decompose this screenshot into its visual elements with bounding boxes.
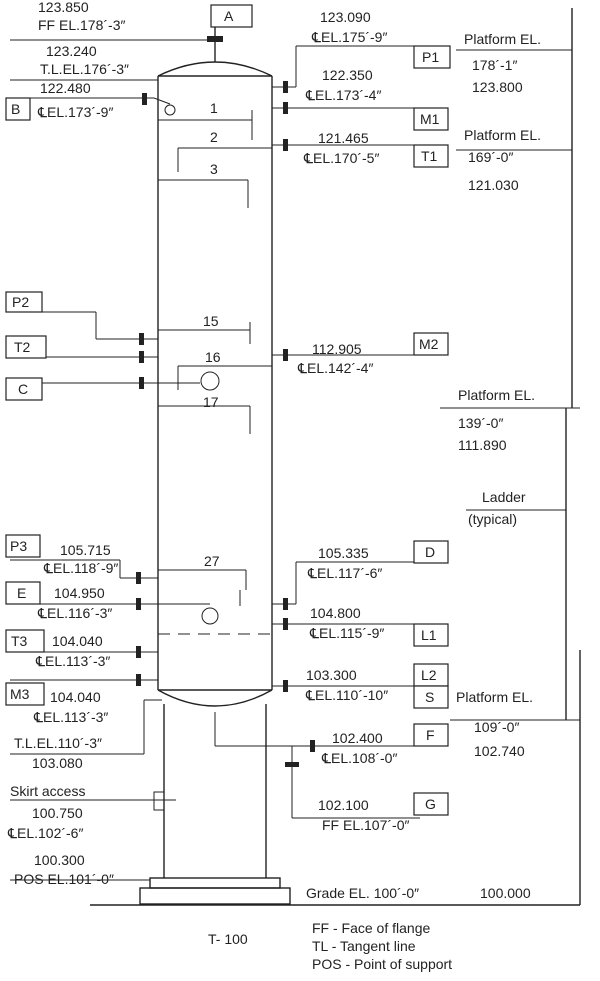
nozzle-tag-p3: P3: [10, 538, 27, 554]
nozzle-tag-d: D: [425, 544, 435, 560]
elevation-label: 122.480: [40, 80, 91, 96]
diagram-title: T- 100: [208, 931, 248, 947]
bottom-tl-elevation: 103.080: [32, 755, 83, 771]
elevation-label: 104.950: [54, 585, 105, 601]
nozzle-tag-m2: M2: [419, 336, 439, 352]
elevation-label: 104.040: [52, 633, 103, 649]
nozzle-tag-s: S: [425, 689, 434, 705]
nozzle-tag-b: B: [11, 101, 20, 117]
platform-label: Platform EL.: [464, 127, 541, 143]
nozzle-tag-t2: T2: [14, 339, 31, 355]
centerline-elevation: ℄EL.175´-9″: [311, 29, 387, 45]
nozzle-tag-p1: P1: [422, 49, 439, 65]
nozzle-tag-l1: L1: [421, 627, 437, 643]
platform-ftin: 109´-0″: [474, 719, 519, 735]
tray-label: 2: [210, 129, 218, 145]
elevation-label: 103.300: [306, 667, 357, 683]
platform-label: Platform EL.: [456, 689, 533, 705]
centerline-elevation: ℄EL.113´-3″: [33, 709, 108, 725]
platform-ftin: 178´-1″: [472, 57, 517, 73]
nozzle-tag-c: C: [18, 381, 28, 397]
skirt-centerline: ℄EL.102´-6″: [7, 825, 83, 841]
elevation-label: 121.465: [318, 130, 369, 146]
platform-elevation: 123.800: [472, 79, 523, 95]
nozzle-tag-l2: L2: [421, 667, 437, 683]
grade-elevation: 100.000: [480, 885, 531, 901]
tray-label: 15: [203, 313, 219, 329]
elevation-label: 102.400: [332, 730, 383, 746]
elevation-label: 104.800: [310, 605, 361, 621]
elevation-label: 123.090: [320, 9, 371, 25]
grade-label: Grade EL. 100´-0″: [306, 885, 419, 901]
platform-ftin: 139´-0″: [458, 415, 503, 431]
centerline-elevation: ℄EL.113´-3″: [35, 653, 110, 669]
centerline-elevation: ℄EL.108´-0″: [321, 750, 397, 766]
top-ff-elevation: 123.850: [38, 0, 89, 15]
ladder-label: Ladder: [482, 489, 526, 505]
platform-ladder: [440, 8, 581, 905]
g-ff-label: FF EL.107´-0″: [322, 817, 409, 833]
platform-elevation: 121.030: [468, 177, 519, 193]
centerline-elevation: ℄EL.115´-9″: [309, 625, 384, 641]
nozzle-tag-m1: M1: [420, 111, 440, 127]
platform-label: Platform EL.: [464, 31, 541, 47]
elevation-label: 122.350: [322, 67, 373, 83]
centerline-elevation: ℄EL.117´-6″: [307, 565, 382, 581]
trays: [158, 104, 272, 635]
nozzle-tag-e: E: [17, 585, 26, 601]
elevation-label: 112.905: [312, 341, 362, 357]
centerline-elevation: ℄EL.170´-5″: [303, 150, 379, 166]
top-tl-elevation: 123.240: [46, 43, 97, 59]
nozzle-tag-a: A: [224, 8, 234, 24]
centerline-elevation: ℄EL.142´-4″: [297, 360, 373, 376]
nozzle-tag-m3: M3: [10, 686, 30, 702]
platform-elevation: 102.740: [474, 743, 525, 759]
tag-boxes: [5, 4, 451, 816]
centerline-elevation: ℄EL.173´-4″: [305, 87, 381, 103]
platform-ftin: 169´-0″: [468, 149, 513, 165]
elevation-label: 105.715: [60, 542, 111, 558]
tray-label: 16: [205, 349, 221, 365]
top-ff-label: FF EL.178´-3″: [38, 17, 125, 33]
elevation-label: 102.100: [318, 797, 369, 813]
nozzle-tag-g: G: [425, 796, 436, 812]
legend-pos: POS - Point of support: [312, 956, 452, 972]
pos-elevation: 100.300: [34, 852, 85, 868]
nozzle-tag-p2: P2: [12, 294, 29, 310]
tray-label: 3: [210, 161, 218, 177]
platform-label: Platform EL.: [458, 387, 535, 403]
vessel-shell: [139, 12, 291, 905]
ladder-note: (typical): [468, 511, 517, 527]
platform-elevation: 111.890: [458, 437, 507, 453]
legend-ff: FF - Face of flange: [312, 920, 430, 936]
nozzle-tag-f: F: [426, 727, 435, 743]
centerline-elevation: ℄EL.116´-3″: [37, 605, 112, 621]
centerline-elevation: ℄EL.173´-9″: [37, 104, 113, 120]
elevation-label: 104.040: [50, 689, 101, 705]
elevation-label: 105.335: [318, 545, 369, 561]
nozzle-flanges: [136, 36, 315, 767]
legend-tl: TL - Tangent line: [312, 938, 416, 954]
tray-label: 17: [203, 394, 219, 410]
pos-label: POS EL.101´-0″: [14, 871, 114, 887]
centerline-elevation: ℄EL.118´-9″: [43, 560, 118, 576]
centerline-elevation: ℄EL.110´-10″: [305, 687, 388, 703]
nozzle-leaders: [10, 12, 580, 906]
top-tl-label: T.L.EL.176´-3″: [40, 61, 129, 77]
tray-label: 1: [210, 100, 218, 116]
bottom-tl-label: T.L.EL.110´-3″: [14, 735, 102, 751]
nozzle-tag-t1: T1: [421, 148, 438, 164]
skirt-access-label: Skirt access: [10, 783, 85, 799]
skirt-elevation: 100.750: [32, 805, 83, 821]
tray-label: 27: [204, 553, 220, 569]
nozzle-tag-t3: T3: [11, 633, 28, 649]
